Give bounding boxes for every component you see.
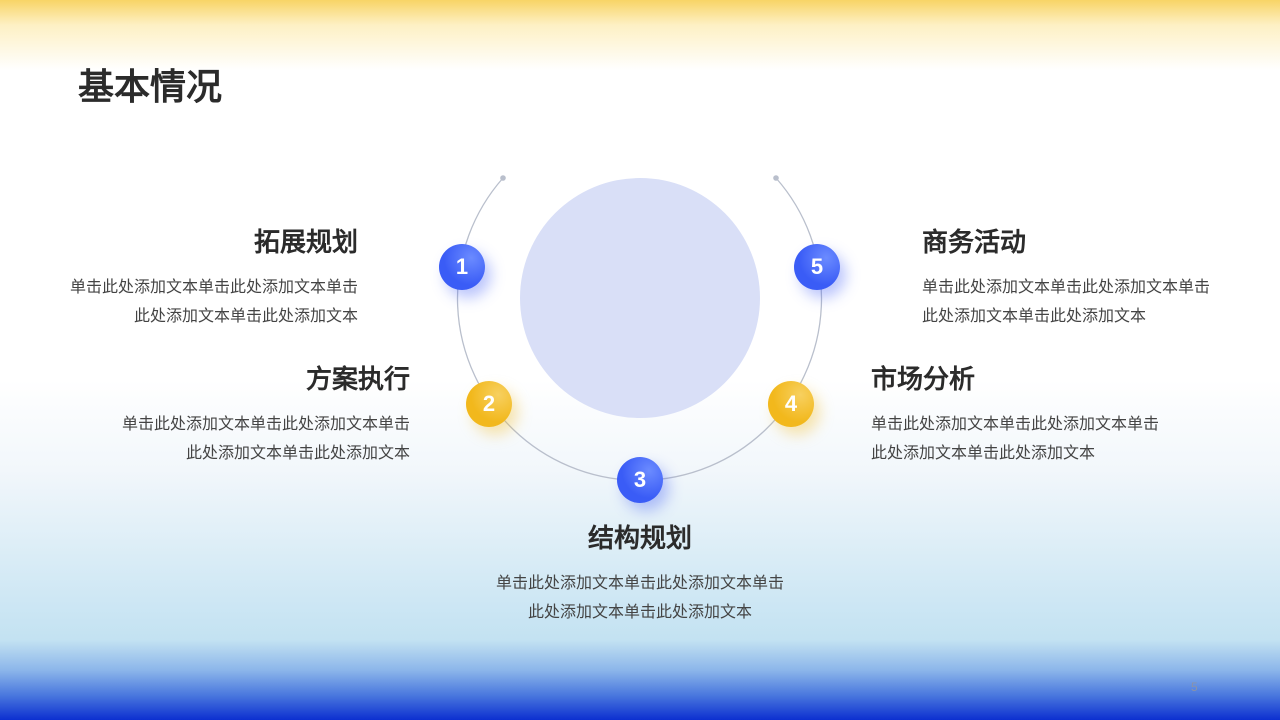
item-heading: 市场分析: [871, 364, 976, 394]
badge-5: 5: [794, 244, 840, 290]
item-heading: 结构规划: [587, 523, 692, 553]
item-text: 此处添加文本单击此处添加文本: [871, 445, 1096, 462]
item-text: 单击此处添加文本单击此处添加文本单击: [922, 279, 1211, 296]
item-heading: 商务活动: [922, 227, 1027, 257]
item-text: 单击此处添加文本单击此处添加文本单击: [495, 575, 784, 592]
item-text: 此处添加文本单击此处添加文本: [922, 308, 1147, 325]
item-5: 商务活动 单击此处添加文本单击此处添加文本单击 此处添加文本单击此处添加文本: [922, 222, 1222, 331]
item-heading: 拓展规划: [253, 227, 358, 257]
badge-1: 1: [439, 244, 485, 290]
arc-end-dot: [773, 175, 779, 181]
center-circle: [520, 178, 760, 418]
arc-end-dot: [500, 175, 506, 181]
page-number: 5: [1191, 680, 1198, 694]
item-2: 方案执行 单击此处添加文本单击此处添加文本单击 此处添加文本单击此处添加文本: [110, 359, 410, 468]
item-3: 结构规划 单击此处添加文本单击此处添加文本单击 此处添加文本单击此处添加文本: [490, 518, 790, 627]
item-text: 此处添加文本单击此处添加文本: [133, 308, 358, 325]
page-title: 基本情况: [78, 66, 223, 107]
badge-3: 3: [617, 457, 663, 503]
item-heading: 方案执行: [305, 364, 410, 394]
item-text: 单击此处添加文本单击此处添加文本单击: [121, 416, 410, 433]
badge-4: 4: [768, 381, 814, 427]
item-text: 单击此处添加文本单击此处添加文本单击: [871, 416, 1160, 433]
item-text: 单击此处添加文本单击此处添加文本单击: [69, 279, 358, 296]
item-text: 此处添加文本单击此处添加文本: [527, 604, 752, 621]
badge-2: 2: [466, 381, 512, 427]
item-1: 拓展规划 单击此处添加文本单击此处添加文本单击 此处添加文本单击此处添加文本: [58, 222, 358, 331]
item-text: 此处添加文本单击此处添加文本: [185, 445, 410, 462]
item-4: 市场分析 单击此处添加文本单击此处添加文本单击 此处添加文本单击此处添加文本: [871, 359, 1171, 468]
